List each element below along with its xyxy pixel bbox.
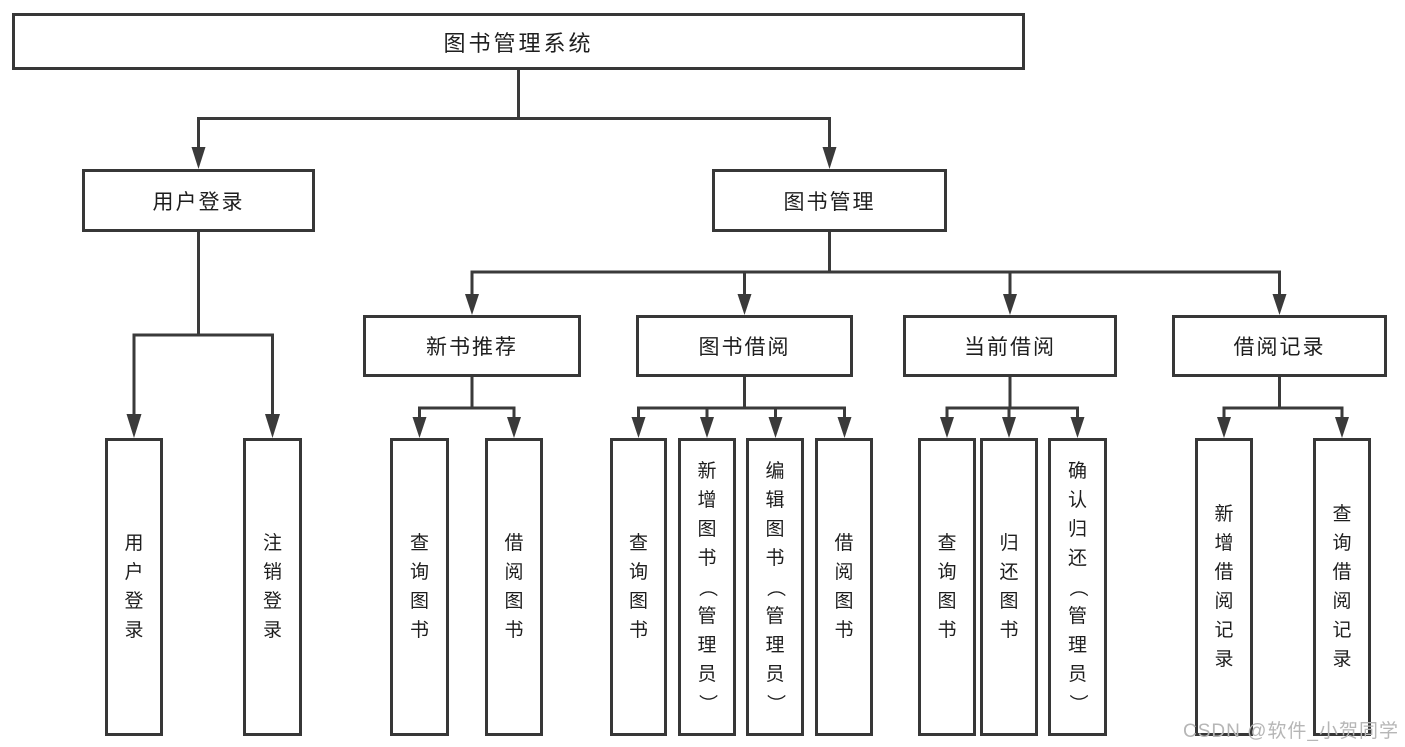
leaf-confirm-return-admin: 确认归还（管理员）: [1048, 438, 1107, 736]
node-borrowing-records-label: 借阅记录: [1233, 336, 1326, 359]
leaf-query-books-borrowing: 查询图书: [610, 438, 667, 736]
arrowheads: [126, 147, 1349, 438]
leaf-query-books-current: 查询图书: [918, 438, 976, 736]
node-root-label: 图书管理系统: [443, 30, 594, 56]
node-user-login: 用户登录: [82, 169, 315, 232]
leaf-return-book: 归还图书: [980, 438, 1038, 736]
node-new-book-recommend: 新书推荐: [363, 315, 581, 377]
leaf-query-books-recommend: 查询图书: [390, 438, 449, 736]
leaf-query-borrow-record: 查询借阅记录: [1313, 438, 1371, 736]
leaf-add-book-admin: 新增图书（管理员）: [678, 438, 736, 736]
node-book-borrowing-label: 图书借阅: [698, 336, 791, 359]
csdn-watermark: CSDN @软件_小贺同学: [1183, 721, 1399, 742]
node-current-borrowing: 当前借阅: [903, 315, 1117, 377]
node-borrowing-records: 借阅记录: [1172, 315, 1387, 377]
node-user-login-label: 用户登录: [152, 190, 245, 214]
leaf-edit-book-admin: 编辑图书（管理员）: [746, 438, 804, 736]
node-new-book-recommend-label: 新书推荐: [426, 336, 518, 359]
leaf-add-borrow-record: 新增借阅记录: [1195, 438, 1253, 736]
node-current-borrowing-label: 当前借阅: [964, 336, 1056, 359]
leaf-borrow-books-borrowing: 借阅图书: [815, 438, 873, 736]
node-book-borrowing: 图书借阅: [636, 315, 853, 377]
leaf-logout: 注销登录: [243, 438, 302, 736]
node-root-system: 图书管理系统: [12, 13, 1025, 70]
leaf-user-login: 用户登录: [105, 438, 163, 736]
leaf-borrow-books-recommend: 借阅图书: [485, 438, 543, 736]
node-book-management-label: 图书管理: [783, 190, 876, 214]
node-book-management: 图书管理: [712, 169, 947, 232]
